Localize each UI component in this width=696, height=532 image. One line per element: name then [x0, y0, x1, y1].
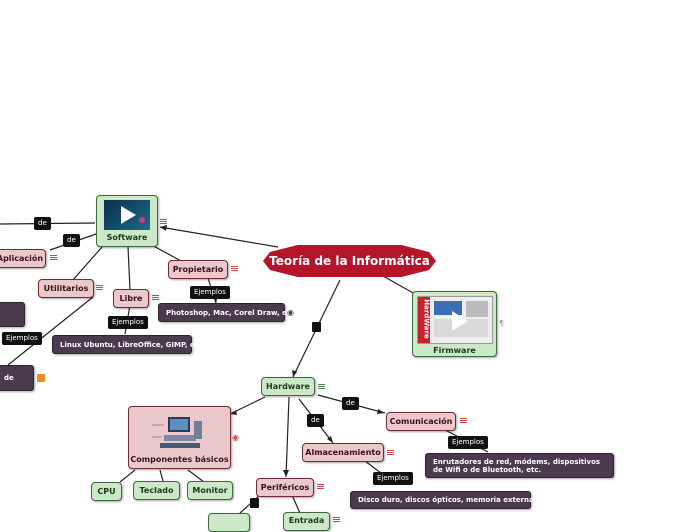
root-topic-label: Teoría de la Informática	[269, 254, 430, 268]
utilitarios-node[interactable]: Utilitarios	[38, 279, 94, 298]
hardware-label: Hardware	[266, 382, 310, 391]
cpu-label: CPU	[97, 487, 116, 496]
almacenamiento-examples-label: Disco duro, discos ópticos, memoria exte…	[358, 496, 554, 504]
root-topic[interactable]: Teoría de la Informática	[263, 245, 436, 277]
connector-label-ejemplos: Ejemplos	[373, 472, 413, 485]
connector-label-de: de	[307, 414, 324, 427]
connector-label-de: de	[342, 397, 359, 410]
notes-icon	[318, 383, 325, 391]
notes-icon	[387, 449, 394, 457]
connector-label-ejemplos: Ejemplos	[108, 316, 148, 329]
perifericos-node[interactable]: Periféricos	[256, 478, 314, 497]
notes-icon	[317, 483, 324, 491]
aplicacion-node[interactable]: Aplicación	[0, 249, 46, 268]
libre-examples-label: Linux Ubuntu, LibreOffice, GIMP, etc.	[60, 340, 205, 349]
libre-label: Libre	[119, 294, 143, 303]
componentes-basicos-label: Componentes básicos	[130, 455, 229, 464]
almacenamiento-node[interactable]: Almacenamiento	[302, 443, 384, 462]
propietario-label: Propietario	[172, 265, 224, 274]
propietario-examples-label: Photoshop, Mac, Corel Draw, etc.	[166, 308, 298, 317]
comunicacion-node[interactable]: Comunicación	[386, 412, 456, 431]
connector-label-ejemplos: Ejemplos	[190, 286, 230, 299]
notes-icon	[160, 218, 167, 226]
play-video-icon	[104, 200, 150, 230]
notes-icon	[152, 294, 159, 302]
connector-label-ejemplos: Ejemplos	[2, 332, 42, 345]
notes-icon	[50, 254, 57, 262]
firmware-video-icon: HardWare	[416, 296, 493, 344]
monitor-label: Monitor	[192, 486, 228, 495]
notes-icon	[460, 417, 467, 425]
comunicacion-label: Comunicación	[389, 417, 453, 426]
entrada-node[interactable]: Entrada	[283, 512, 330, 531]
notes-icon	[333, 516, 340, 524]
connector-label-de: de	[34, 217, 51, 230]
connector-marker	[250, 498, 259, 508]
libre-examples-node[interactable]: Linux Ubuntu, LibreOffice, GIMP, etc.	[52, 335, 205, 354]
firmware-label: Firmware	[433, 346, 476, 355]
libre-node[interactable]: Libre	[113, 289, 149, 308]
propietario-node[interactable]: Propietario	[168, 260, 228, 279]
perifericos-label: Periféricos	[260, 483, 310, 492]
monitor-node[interactable]: Monitor	[187, 481, 233, 500]
link-icon: ¶	[499, 319, 505, 328]
connector-label-ejemplos: Ejemplos	[448, 436, 488, 449]
comunicacion-examples-label: Enrutadores de red, módems, dispositivos…	[433, 457, 601, 474]
cpu-node[interactable]: CPU	[91, 482, 122, 501]
software-label: Software	[106, 233, 148, 242]
computer-illustration-icon	[150, 415, 210, 455]
almacenamiento-examples-node[interactable]: Disco duro, discos ópticos, memoria exte…	[350, 491, 554, 509]
rss-icon	[37, 374, 45, 382]
partial-left-label: de	[4, 374, 14, 382]
partial-dark-node-bottom[interactable]: de	[0, 365, 34, 391]
hardware-node[interactable]: Hardware	[261, 377, 315, 396]
entrada-label: Entrada	[288, 516, 325, 525]
utilitarios-label: Utilitarios	[43, 284, 89, 293]
software-node[interactable]: Software	[96, 195, 158, 247]
teclado-label: Teclado	[139, 486, 174, 495]
globe-icon: ◉	[287, 308, 294, 317]
propietario-examples-node[interactable]: Photoshop, Mac, Corel Draw, etc.	[158, 303, 297, 322]
firmware-node[interactable]: HardWare Firmware	[412, 291, 497, 357]
comunicacion-examples-node[interactable]: Enrutadores de red, módems, dispositivos…	[425, 453, 614, 478]
connector-label-de: de	[63, 234, 80, 247]
componentes-basicos-node[interactable]: Componentes básicos	[128, 406, 231, 469]
aplicacion-label: Aplicación	[0, 254, 44, 263]
partial-dark-node-top[interactable]	[0, 302, 25, 327]
peripheral-child-node[interactable]	[208, 513, 250, 532]
almacenamiento-label: Almacenamiento	[305, 448, 381, 457]
connector-marker	[312, 322, 321, 332]
notes-icon	[96, 284, 103, 292]
globe-icon: ◉	[232, 433, 239, 442]
teclado-node[interactable]: Teclado	[133, 481, 180, 500]
notes-icon	[231, 265, 238, 273]
